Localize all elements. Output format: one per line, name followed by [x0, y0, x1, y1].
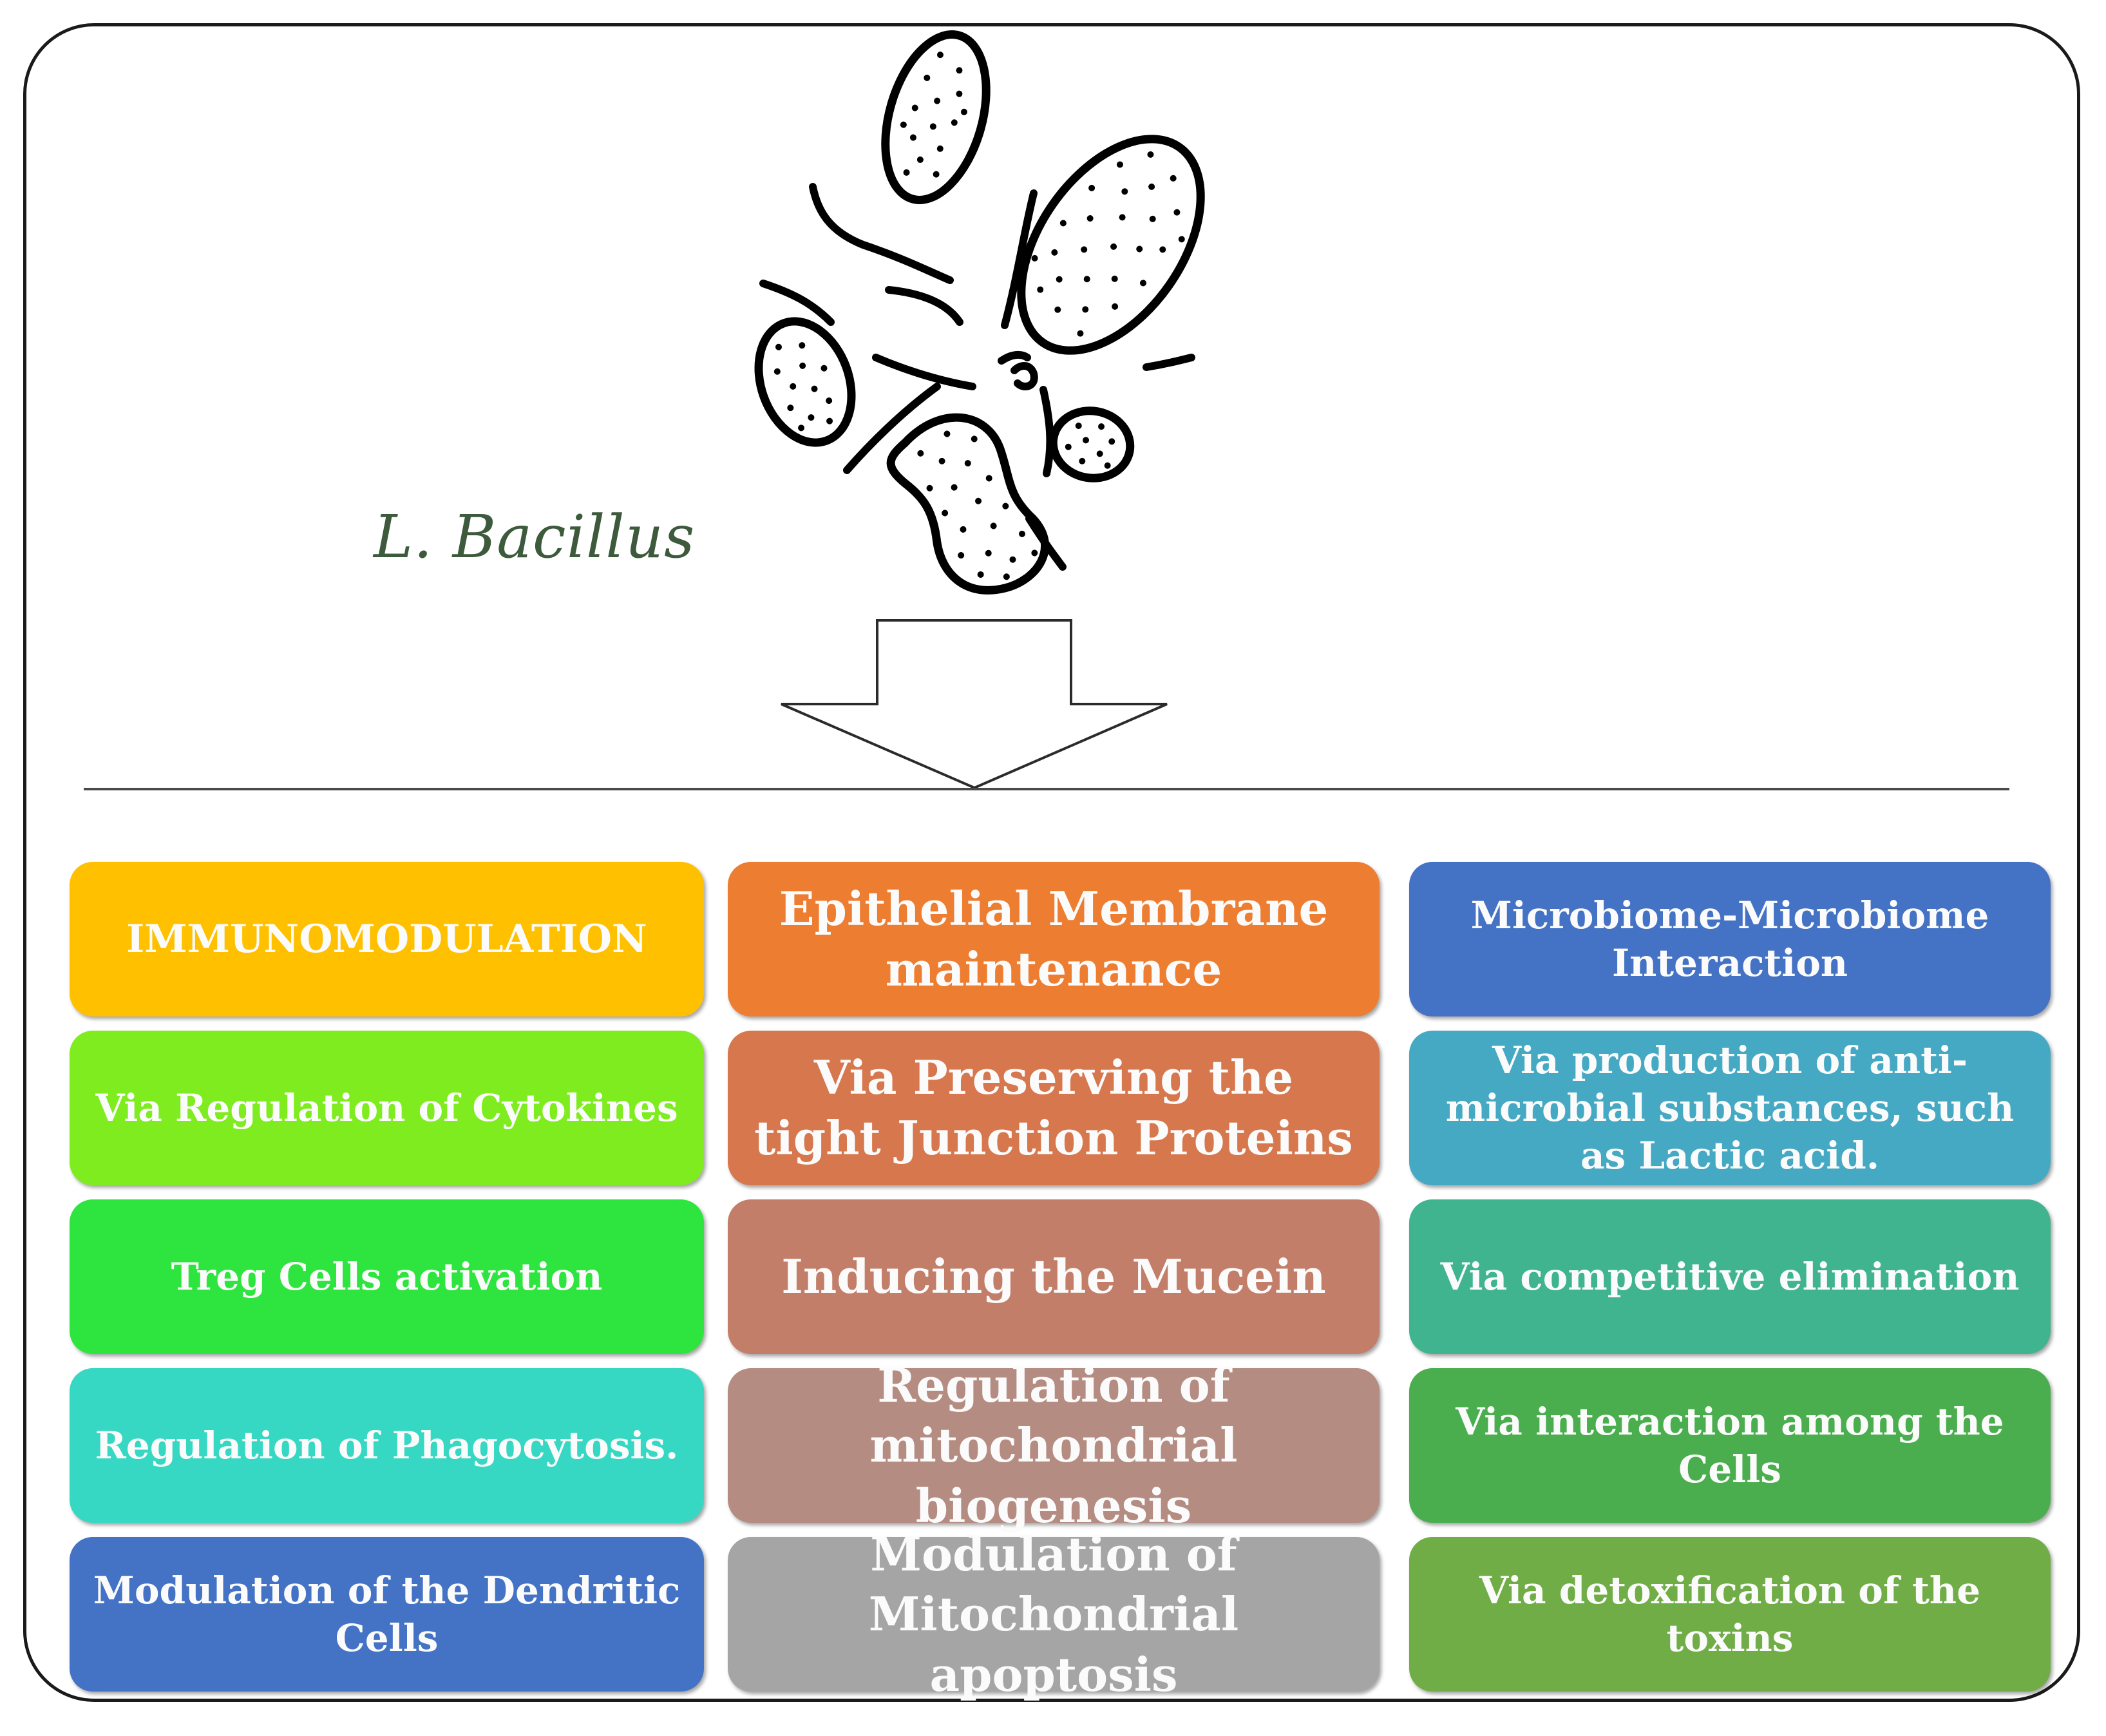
down-arrow: [781, 619, 1168, 790]
filament: [1001, 189, 1038, 329]
mechanism-box: Treg Cells activation: [70, 1199, 704, 1354]
header-text: Microbiome-Microbiome Interaction: [1470, 893, 1989, 985]
bacterium-top-cell: [881, 30, 991, 204]
mechanism-box: Via Preserving the tight Junction Protei…: [728, 1031, 1380, 1185]
header-box: IMMUNOMODULATION: [70, 862, 704, 1016]
mechanism-box: Via interaction among the Cells: [1409, 1368, 2051, 1523]
mechanism-text: Via interaction among the Cells: [1456, 1399, 2004, 1491]
divider-line: [84, 788, 2009, 790]
filament: [885, 286, 963, 326]
filament: [998, 350, 1031, 365]
filament: [843, 383, 941, 474]
mechanism-text: Via Preserving the tight Junction Protei…: [754, 1050, 1353, 1165]
bacterium-small-cell: [1048, 406, 1135, 482]
mechanism-box: Via production of anti-microbial substan…: [1409, 1031, 2051, 1185]
bacterium-left-cell: [754, 317, 856, 447]
mechanism-box: Via detoxification of the toxins: [1409, 1537, 2051, 1692]
mechanism-text: Via production of anti-microbial substan…: [1445, 1038, 2015, 1178]
mechanism-text: Treg Cells activation: [171, 1254, 603, 1299]
mechanism-text: Regulation of Phagocytosis.: [95, 1423, 679, 1467]
filament: [1010, 362, 1038, 390]
mechanism-text: Via competitive elimination: [1440, 1254, 2020, 1299]
mechanism-text: Inducing the Mucein: [781, 1249, 1326, 1304]
bacterium-bottom-cell: [886, 413, 1049, 595]
mechanism-text: Regulation of mitochondrial biogenesis: [869, 1357, 1238, 1533]
mechanism-box: Modulation of the Dendritic Cells: [70, 1537, 704, 1692]
header-box: Epithelial Membrane maintenance: [728, 862, 1380, 1016]
filament: [872, 354, 976, 390]
mechanism-text: Via Regulation of Cytokines: [95, 1085, 678, 1130]
filament: [759, 280, 835, 326]
mechanism-box: Regulation of Phagocytosis.: [70, 1368, 704, 1523]
mechanism-box: Regulation of mitochondrial biogenesis: [728, 1358, 1380, 1533]
filament: [1025, 515, 1067, 571]
mechanism-box: Modulation of Mitochondrial apoptosis: [728, 1527, 1380, 1702]
mechanism-text: Modulation of Mitochondrial apoptosis: [868, 1526, 1239, 1702]
organism-label: L. Bacillus: [374, 502, 696, 571]
mechanism-text: Modulation of the Dendritic Cells: [93, 1568, 681, 1660]
header-box: Microbiome-Microbiome Interaction: [1409, 862, 2051, 1016]
filament: [1143, 354, 1195, 371]
filament: [809, 183, 954, 284]
filament: [1039, 386, 1054, 477]
mechanism-box: Via Regulation of Cytokines: [70, 1031, 704, 1185]
bacteria-illustration: [754, 30, 1205, 790]
mechanism-text: Via detoxification of the toxins: [1479, 1568, 1980, 1660]
mechanism-box: Via competitive elimination: [1409, 1199, 2051, 1354]
header-text: Epithelial Membrane maintenance: [779, 881, 1329, 997]
mechanism-box: Inducing the Mucein: [728, 1199, 1380, 1354]
header-text: IMMUNOMODULATION: [126, 916, 647, 962]
